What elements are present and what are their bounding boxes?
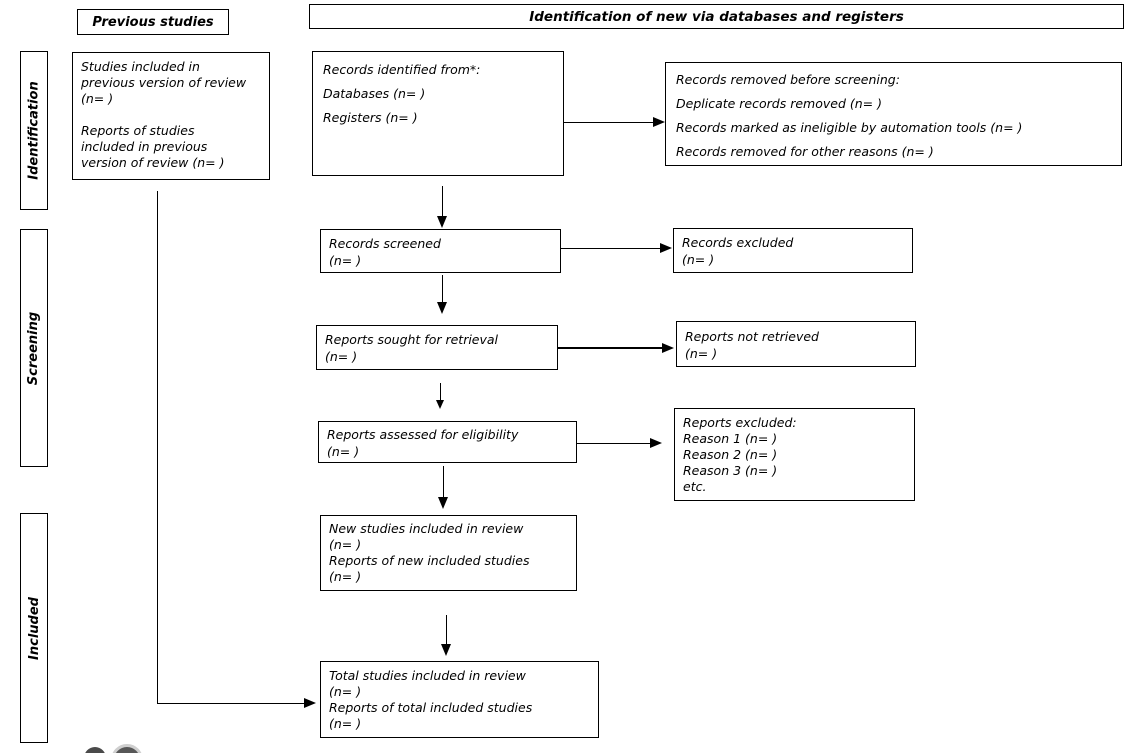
arrow-sought-to-notretrieved-head [662, 342, 674, 353]
arrow-assessed-to-newstudies-line [442, 466, 444, 497]
box-reports-sought: Reports sought for retrieval (n= ) [316, 325, 558, 370]
arrow-sought-to-assessed-line [439, 383, 441, 400]
arrow-previous-to-total-hline [156, 702, 304, 704]
box-records-screened: Records screened (n= ) [320, 229, 561, 273]
arrow-newstudies-to-total-line [445, 615, 447, 644]
box-new-studies-included: New studies included in review (n= ) Rep… [320, 515, 577, 591]
arrow-assessed-to-rexcluded-head [650, 438, 662, 448]
arrow-identified-to-removed-head [653, 117, 665, 127]
rail-identification-label: Identification [26, 81, 42, 180]
rail-screening-label: Screening [26, 311, 42, 385]
floating-button-large-icon[interactable] [111, 744, 143, 753]
arrow-newstudies-to-total-head [441, 644, 451, 656]
arrow-identified-to-screened-head [437, 216, 447, 228]
box-reports-assessed: Reports assessed for eligibility (n= ) [318, 421, 577, 463]
arrow-screened-to-sought-line [441, 275, 443, 302]
arrow-screened-to-excluded-head [660, 243, 672, 253]
floating-button-small-icon[interactable] [84, 747, 106, 753]
rail-included-label: Included [26, 596, 42, 660]
box-total-studies-included: Total studies included in review (n= ) R… [320, 661, 599, 738]
rail-identification: Identification [20, 51, 48, 210]
arrow-sought-to-assessed-head [436, 400, 444, 409]
box-records-excluded: Records excluded (n= ) [673, 228, 913, 273]
arrow-previous-to-total-vline [156, 191, 158, 703]
box-records-identified: Records identified from*: Databases (n= … [312, 51, 564, 176]
rail-included: Included [20, 513, 48, 743]
arrow-assessed-to-rexcluded-line [577, 442, 650, 444]
arrow-assessed-to-newstudies-head [438, 497, 448, 509]
box-records-removed: Records removed before screening: Deplic… [665, 62, 1122, 166]
arrow-screened-to-sought-head [437, 302, 447, 314]
header-previous-studies: Previous studies [77, 9, 229, 35]
box-previous-version-studies: Studies included in previous version of … [72, 52, 270, 180]
arrow-previous-to-total-head [304, 698, 316, 708]
arrow-sought-to-notretrieved-line [558, 347, 662, 349]
arrow-screened-to-excluded-line [561, 247, 660, 249]
rail-screening: Screening [20, 229, 48, 467]
header-identification-new: Identification of new via databases and … [309, 4, 1124, 29]
box-reports-not-retrieved: Reports not retrieved (n= ) [676, 321, 916, 367]
arrow-identified-to-screened-line [441, 186, 443, 216]
arrow-identified-to-removed-line [564, 121, 653, 123]
box-reports-excluded: Reports excluded: Reason 1 (n= ) Reason … [674, 408, 915, 501]
